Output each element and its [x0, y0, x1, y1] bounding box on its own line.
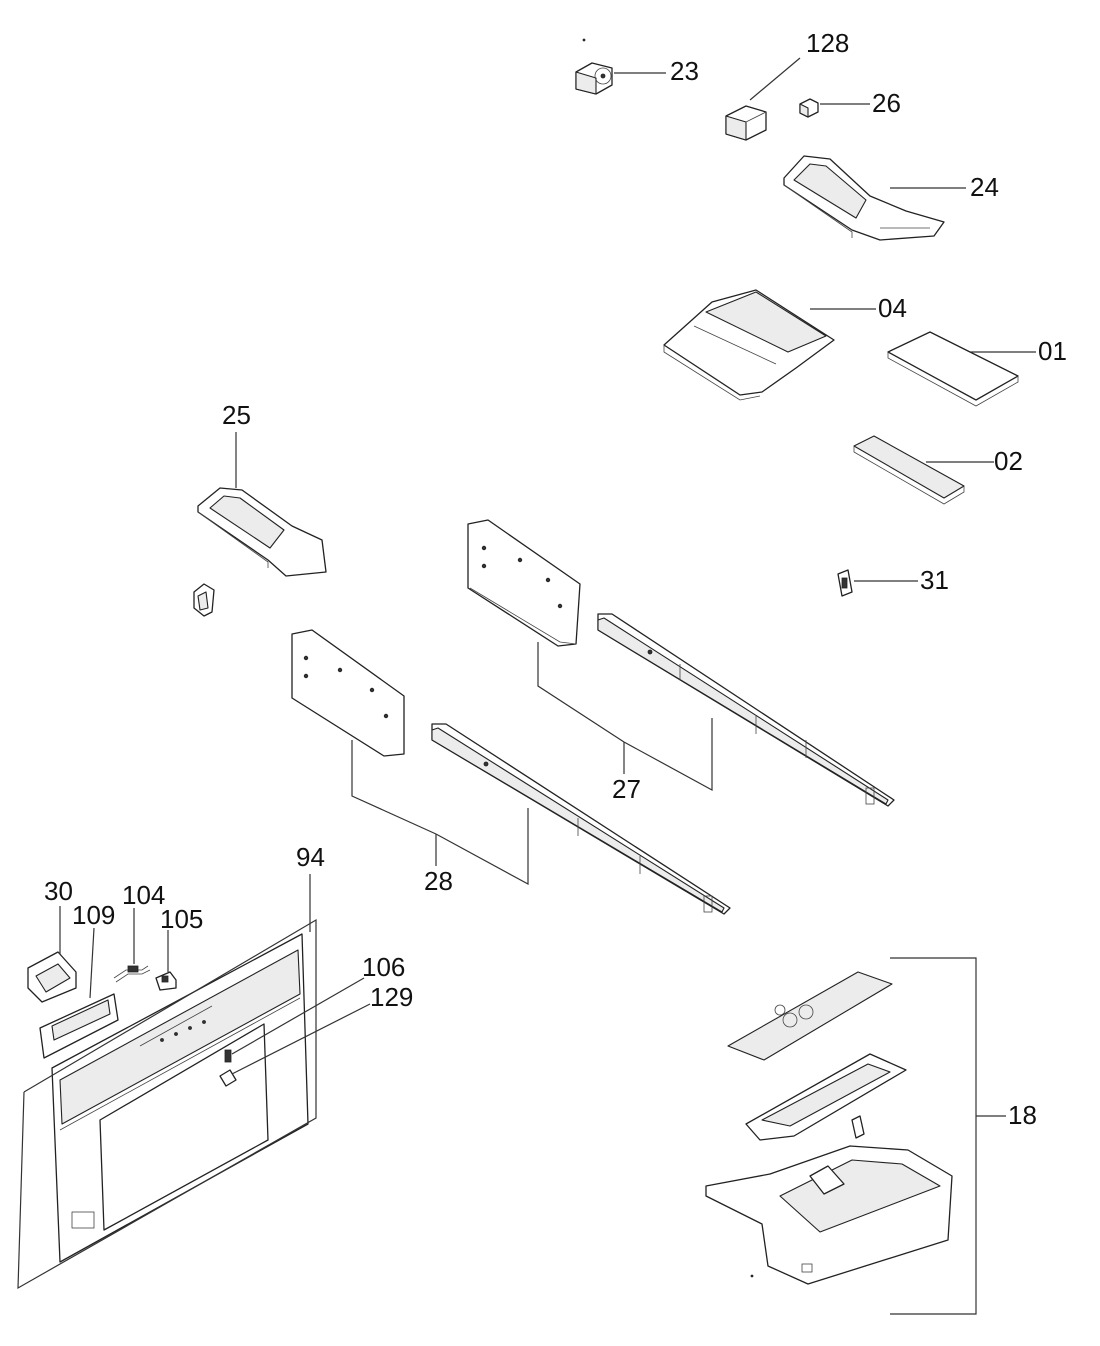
label-129: 129 [370, 982, 413, 1012]
part-106-spring [224, 1049, 232, 1063]
label-18: 18 [1008, 1100, 1037, 1130]
part-23-fan [575, 62, 613, 95]
part-26-clip [799, 98, 819, 118]
label-30: 30 [44, 876, 73, 906]
label-106: 106 [362, 952, 405, 982]
part-18-tray-insert [745, 1053, 907, 1141]
leader-27-left [537, 642, 625, 743]
leader-106 [231, 977, 365, 1055]
label-28: 28 [424, 866, 453, 896]
bracket-18 [890, 957, 977, 1315]
leader-129 [231, 1003, 371, 1075]
label-27: 27 [612, 774, 641, 804]
part-28-rail [431, 723, 731, 915]
leader-28-left [351, 740, 437, 835]
leader-128 [749, 57, 801, 101]
part-18-base [705, 1145, 953, 1285]
part-128-box [725, 105, 767, 141]
label-23: 23 [670, 56, 699, 86]
part-104-wire [113, 965, 151, 983]
leader-109 [89, 927, 95, 999]
label-02: 02 [994, 446, 1023, 476]
part-105-switch [155, 971, 177, 991]
part-27-bracket [467, 519, 581, 647]
label-105: 105 [160, 904, 203, 934]
stray-mark [582, 38, 586, 42]
leader-28-right [435, 808, 529, 886]
part-31-connector [837, 569, 853, 597]
outline-94 [17, 918, 317, 1290]
part-24-tray [783, 155, 945, 241]
stray-mark [750, 1274, 754, 1278]
part-25-tray [197, 487, 327, 577]
label-25: 25 [222, 400, 251, 430]
part-30-board [27, 951, 77, 1003]
label-104: 104 [122, 880, 165, 910]
label-128: 128 [806, 28, 849, 58]
label-31: 31 [920, 565, 949, 595]
part-109-display-board [39, 993, 119, 1059]
label-94: 94 [296, 842, 325, 872]
label-24: 24 [970, 172, 999, 202]
label-04: 04 [878, 293, 907, 323]
part-01-lid [887, 331, 1019, 407]
part-28-bracket [291, 629, 405, 757]
part-27-rail [597, 613, 895, 807]
label-01: 01 [1038, 336, 1067, 366]
label-109: 109 [72, 900, 115, 930]
part-25-clip [193, 583, 215, 617]
label-26: 26 [872, 88, 901, 118]
part-02-grille [853, 435, 965, 505]
part-04-cover [663, 289, 835, 401]
part-18-grille [727, 971, 893, 1061]
leader-27-right [623, 718, 713, 792]
